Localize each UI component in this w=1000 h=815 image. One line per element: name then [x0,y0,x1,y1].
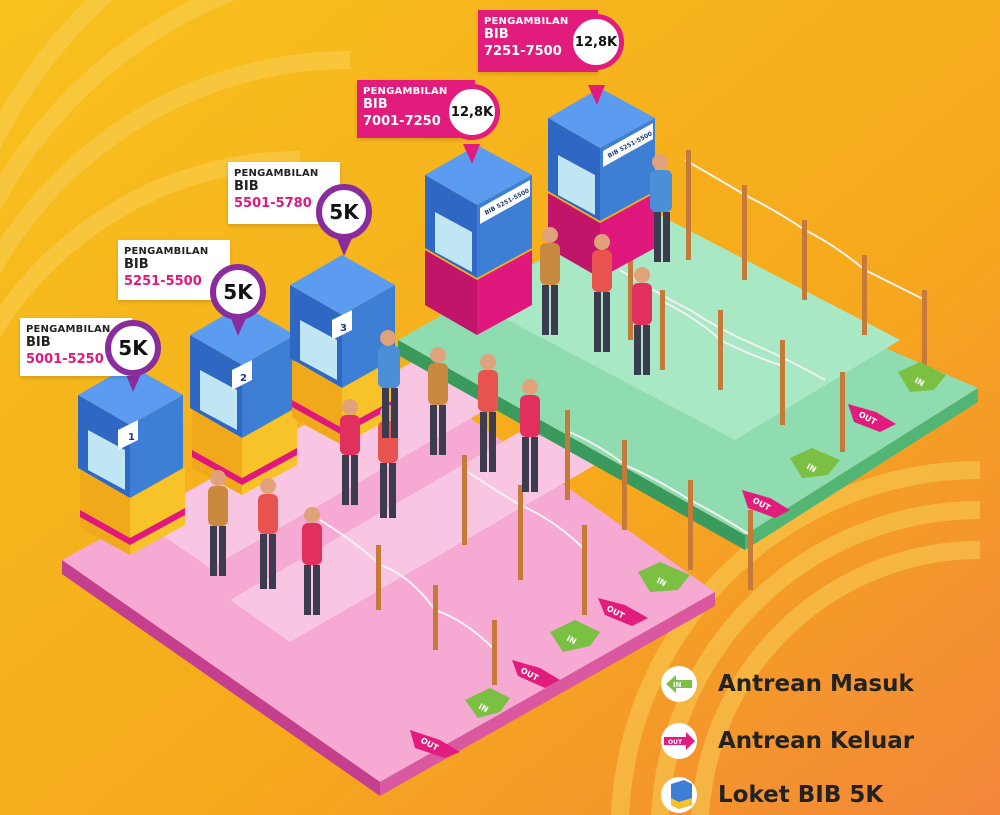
label-pengambilan: PENGAMBILAN [26,324,111,335]
person [428,347,448,455]
legend-item-antrean-masuk: Antrean Masuk [662,666,914,702]
pin-stems [125,85,605,392]
badge-3: 5K [316,184,372,240]
person [632,267,652,375]
person [340,399,360,505]
booth-2: 2 [190,305,297,495]
rope-barriers [319,150,927,685]
out-arrow: OUT [598,598,648,626]
person [520,379,540,492]
legend-item-loket: Loket BIB 5K [662,777,883,813]
booth-1: 1 [78,365,185,555]
badge-4: 12,8K [444,84,500,140]
svg-text:IN: IN [913,376,926,388]
label-bib: BIB [124,257,149,272]
badge-2: 5K [210,264,266,320]
label-range: 5001-5250 [26,352,104,367]
person [650,154,672,262]
label-bib: BIB [234,179,259,194]
in-arrow: IN [898,362,946,392]
label-pengambilan: PENGAMBILAN [363,86,448,97]
person [258,478,278,589]
badge-5: 12,8K [568,14,624,70]
legend-label: Antrean Keluar [718,728,915,754]
label-range: 7001-7250 [363,114,441,129]
svg-text:IN: IN [565,634,578,646]
label-bib: BIB [363,97,388,112]
person [302,507,322,615]
in-arrow-icon [662,667,696,701]
label-range: 5251-5500 [124,274,202,289]
in-arrow: IN [790,448,840,478]
label-range: 5501-5780 [234,196,312,211]
person [478,354,498,472]
booth-icon [662,778,696,812]
out-arrow: OUT [848,404,896,432]
booth-1-number: 1 [128,432,135,443]
legend-item-antrean-keluar: Antrean Keluar [662,723,914,759]
person [592,234,612,352]
label-pengambilan: PENGAMBILAN [484,16,569,27]
in-arrow: IN [638,562,690,592]
legend-icon-shapes [661,666,697,813]
label-bib: BIB [26,335,51,350]
legend-label: Loket BIB 5K [718,782,884,808]
label-pengambilan: PENGAMBILAN [234,168,319,179]
person [378,330,400,438]
out-arrow-icon [662,724,696,758]
booth-2-number: 2 [240,373,247,384]
svg-text:IN: IN [655,576,668,588]
person [208,470,228,576]
out-arrow: OUT [410,730,460,758]
svg-text:IN: IN [805,462,818,474]
label-range: 7251-7500 [484,44,562,59]
people [208,154,672,615]
label-pengambilan: PENGAMBILAN [124,246,209,257]
legend-label: Antrean Masuk [718,671,914,697]
out-arrow: OUT [742,490,790,518]
person [540,227,560,335]
badge-1: 5K [105,320,161,376]
floor-arrows: IN OUT IN OUT IN OUT IN OUT IN OUT [410,362,946,758]
svg-text:IN: IN [477,702,490,714]
in-arrow: IN [550,620,600,652]
booth-4: BIB 5251-5500 [425,145,532,335]
out-arrow: OUT [512,660,560,688]
label-bib: BIB [484,27,509,42]
booth-3-number: 3 [340,323,347,334]
booth-5: BIB 5251-5500 [548,88,655,278]
in-arrow: IN [465,688,510,718]
